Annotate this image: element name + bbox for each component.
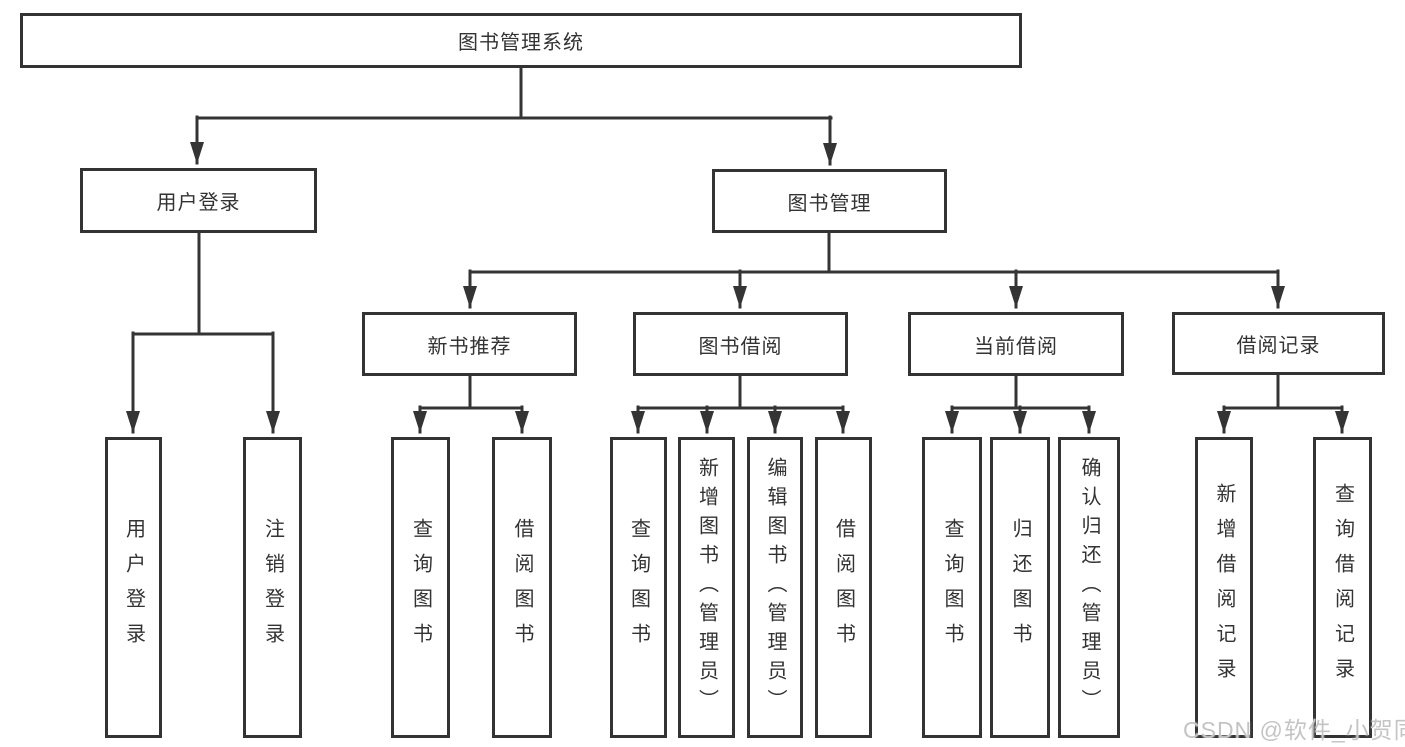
branch-current-borrow-connectors <box>945 372 1096 434</box>
node-book-management-system: 图书管理系统 <box>20 13 1022 68</box>
node-new-book-recommend: 新书推荐 <box>362 312 577 376</box>
leaf-logout: 注销登录 <box>243 437 302 738</box>
node-user-login: 用户登录 <box>80 168 317 233</box>
leaf-add-borrow-record: 新增借阅记录 <box>1195 437 1253 738</box>
node-book-management: 图书管理 <box>712 169 947 233</box>
leaf-edit-book-admin: 编辑图书（管理员） <box>747 437 803 738</box>
branch-book-borrow-connectors <box>631 372 850 434</box>
branch-borrow-records-connectors <box>1217 372 1349 434</box>
leaf-add-book-admin: 新增图书（管理员） <box>678 437 735 738</box>
node-current-borrow: 当前借阅 <box>908 312 1124 376</box>
branch-new-book-recommend-connectors <box>413 372 529 434</box>
node-book-borrow: 图书借阅 <box>633 312 848 376</box>
leaf-borrow-books-1: 借阅图书 <box>492 437 552 738</box>
leaf-borrow-books-2: 借阅图书 <box>815 437 872 738</box>
branch-book-management-connectors <box>463 229 1285 309</box>
branch-user-login-connectors <box>126 229 280 434</box>
watermark: CSDN @软件_小贺同学 <box>1183 717 1405 743</box>
leaf-query-borrow-record: 查询借阅记录 <box>1313 437 1372 738</box>
leaf-confirm-return-admin: 确认归还（管理员） <box>1058 437 1120 738</box>
leaf-query-books-1: 查询图书 <box>391 437 450 738</box>
leaf-query-books-3: 查询图书 <box>922 437 982 738</box>
node-borrow-records: 借阅记录 <box>1172 312 1385 375</box>
leaf-user-login: 用户登录 <box>105 437 162 738</box>
leaf-return-book: 归还图书 <box>990 437 1050 738</box>
leaf-query-books-2: 查询图书 <box>610 437 667 738</box>
branch-root-connectors <box>190 64 837 166</box>
